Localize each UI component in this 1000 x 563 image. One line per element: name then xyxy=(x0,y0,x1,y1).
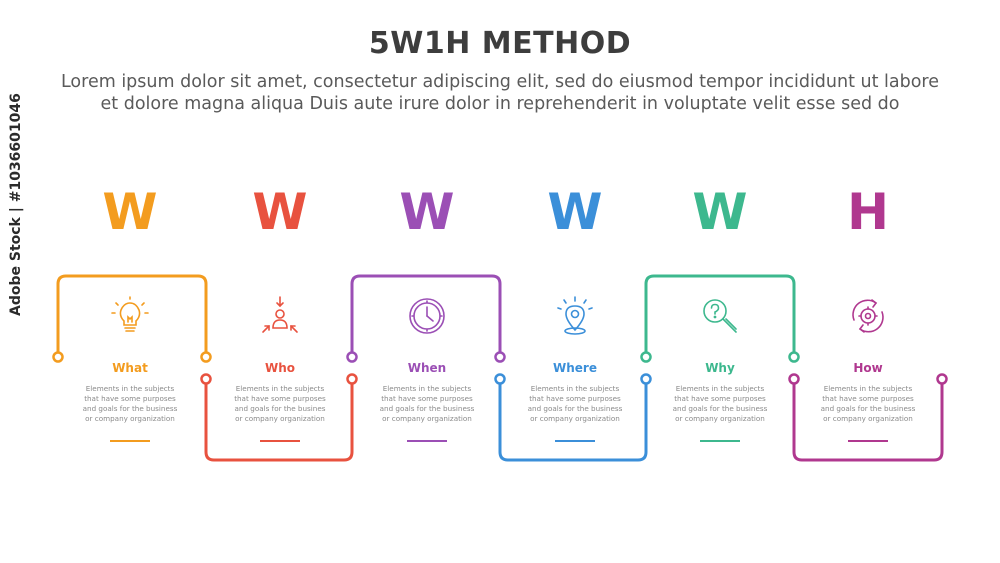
step-letter-how: H xyxy=(847,183,889,241)
subtitle-line-2: et dolore magna aliqua Duis aute irure d… xyxy=(100,94,900,114)
step-label-who: Who xyxy=(264,361,296,375)
node-who-right xyxy=(346,373,358,385)
node-what-left xyxy=(52,351,64,363)
step-letter-what: W xyxy=(102,183,158,241)
step-label-when: When xyxy=(407,361,447,375)
node-how-right xyxy=(936,373,948,385)
step-letter-when: W xyxy=(399,183,455,241)
step-letter-why: W xyxy=(692,183,748,241)
bracket-where xyxy=(498,381,648,462)
people-icon xyxy=(258,295,302,339)
step-underline-what xyxy=(110,440,150,442)
bracket-why xyxy=(644,274,796,356)
node-how-left xyxy=(788,373,800,385)
step-label-what: What xyxy=(112,361,148,375)
step-label-why: Why xyxy=(705,361,735,375)
node-where-right xyxy=(640,373,652,385)
node-who-left xyxy=(200,373,212,385)
step-underline-why xyxy=(700,440,740,442)
node-what-right xyxy=(200,351,212,363)
gear-cycle-icon xyxy=(846,295,890,339)
bracket-what xyxy=(56,274,208,356)
page-title: 5W1H METHOD xyxy=(368,26,632,61)
lightbulb-icon xyxy=(108,295,152,339)
step-label-where: Where xyxy=(553,361,597,375)
step-letter-where: W xyxy=(547,183,603,241)
step-underline-when xyxy=(407,440,447,442)
node-when-right xyxy=(494,351,506,363)
bracket-when xyxy=(350,274,502,356)
node-where-left xyxy=(494,373,506,385)
node-when-left xyxy=(346,351,358,363)
step-underline-who xyxy=(260,440,300,442)
subtitle-line-1: Lorem ipsum dolor sit amet, consectetur … xyxy=(60,72,940,92)
step-letter-who: W xyxy=(252,183,308,241)
step-underline-where xyxy=(555,440,595,442)
bracket-how xyxy=(792,381,944,462)
node-why-left xyxy=(640,351,652,363)
clock-icon xyxy=(405,295,449,339)
magnifier-question-icon xyxy=(698,295,742,339)
step-underline-how xyxy=(848,440,888,442)
step-label-how: How xyxy=(853,361,883,375)
stock-watermark: Adobe Stock | #1036601046 xyxy=(8,93,24,316)
node-why-right xyxy=(788,351,800,363)
bracket-who xyxy=(204,381,354,462)
page-subtitle: Lorem ipsum dolor sit amet, consectetur … xyxy=(30,71,970,115)
location-pin-icon xyxy=(553,295,597,339)
